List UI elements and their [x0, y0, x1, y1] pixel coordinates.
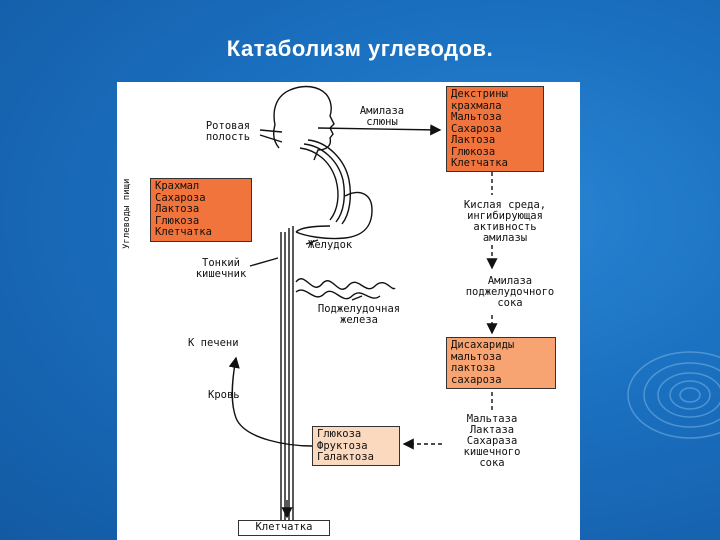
food-item: Крахмал: [155, 180, 200, 192]
slide-title: Катаболизм углеводов.: [226, 36, 494, 61]
mouth-label-line: Ротовая: [205, 120, 251, 132]
small-intestine-label: Тонкий кишечник: [190, 258, 252, 280]
food-item: Глюкоза: [155, 214, 200, 227]
monosaccharides-item: Глюкоза: [317, 428, 362, 440]
enzymes-line: Мальтаза: [466, 413, 518, 425]
saliva-amylase-line: слюны: [366, 116, 398, 128]
food-carbs-box: Крахмал Сахароза Лактоза Глюкоза Клетчат…: [150, 178, 252, 242]
dextrins-item: Сахароза: [451, 122, 502, 135]
food-item: Лактоза: [155, 203, 200, 215]
small-intestine-line: кишечник: [195, 268, 247, 280]
pancreatic-amylase-label: Амилаза поджелудочного сока: [440, 276, 580, 309]
monosaccharides-box: Глюкоза Фруктоза Галактоза: [312, 426, 400, 466]
pancreatic-amylase-line: поджелудочного: [465, 286, 555, 298]
enzymes-label: Мальтаза Лактаза Сахараза кишечного сока: [444, 414, 540, 469]
pancreas-label: Поджелудочная железа: [300, 304, 418, 326]
dextrins-item: Клетчатка: [451, 157, 508, 169]
dextrins-item: Лактоза: [451, 134, 496, 146]
disaccharides-item: мальтоза: [451, 350, 502, 363]
dextrins-item: Глюкоза: [451, 145, 496, 158]
small-intestine-line: Тонкий: [202, 257, 240, 269]
pancreatic-amylase-line: Амилаза: [487, 275, 533, 287]
to-liver-label: К печени: [188, 337, 239, 349]
monosaccharides-item: Фруктоза: [317, 439, 368, 452]
acid-note: Кислая среда, ингибирующая активность ам…: [440, 200, 570, 244]
fiber-box: Клетчатка: [238, 520, 330, 536]
pancreatic-amylase-line: сока: [497, 297, 523, 309]
enzymes-line: сока: [479, 457, 505, 469]
acid-note-line: ингибирующая: [467, 210, 543, 222]
dextrins-item: крахмала: [451, 99, 502, 112]
enzymes-line: Лактаза: [469, 424, 515, 436]
disaccharides-box: Дисахариды мальтоза лактоза сахароза: [446, 337, 556, 389]
dextrins-item: Мальтоза: [451, 111, 502, 123]
monosaccharides-item: Галактоза: [317, 451, 374, 463]
saliva-amylase-label: Амилаза слюны: [344, 106, 420, 128]
disaccharides-item: лактоза: [451, 362, 496, 374]
mouth-label: Ротовая полость: [192, 121, 264, 143]
blood-label: Кровь: [208, 389, 240, 401]
acid-note-line: Кислая среда,: [463, 199, 547, 211]
disaccharides-item: сахароза: [451, 373, 502, 386]
pancreas-line: Поджелудочная: [317, 303, 401, 315]
disaccharides-item: Дисахариды: [451, 339, 515, 351]
food-item: Клетчатка: [155, 226, 212, 238]
acid-note-line: амилазы: [482, 232, 528, 244]
mouth-label-line: полость: [205, 131, 251, 143]
water-ripple-decoration: [627, 351, 720, 439]
dextrins-box: Декстрины крахмала Мальтоза Сахароза Лак…: [446, 86, 544, 172]
vertical-label: Углеводы пищи: [122, 178, 132, 250]
pancreas-line: железа: [340, 314, 378, 326]
dextrins-item: Декстрины: [451, 88, 508, 100]
acid-note-line: активность: [473, 221, 537, 233]
enzymes-line: кишечного: [463, 446, 521, 458]
food-item: Сахароза: [155, 191, 206, 204]
enzymes-line: Сахараза: [466, 435, 518, 447]
stomach-label: Желудок: [308, 239, 353, 251]
saliva-amylase-line: Амилаза: [359, 105, 405, 117]
